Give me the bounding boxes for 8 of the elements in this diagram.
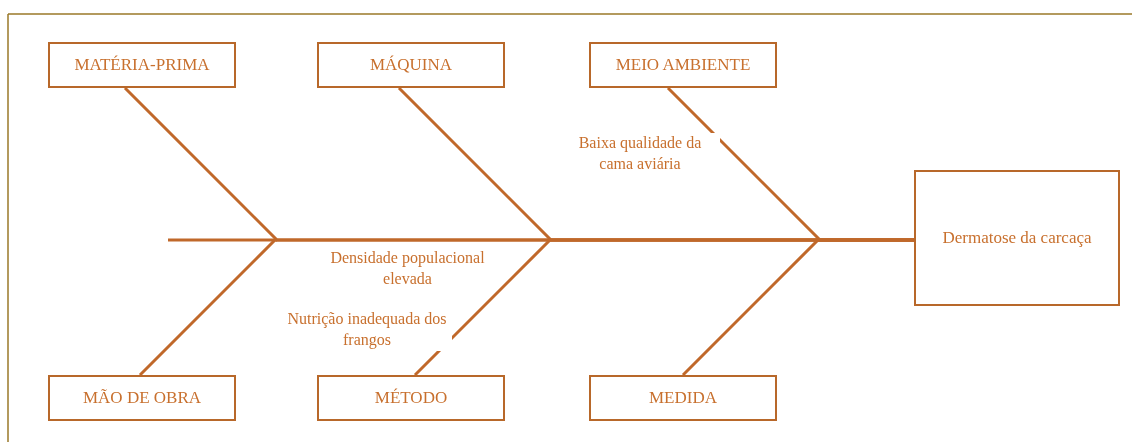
category-box: MEIO AMBIENTE — [589, 42, 777, 88]
fishbone-line — [681, 238, 914, 377]
category-box: MÉTODO — [317, 375, 505, 421]
effect-box: Dermatose da carcaça — [914, 170, 1120, 306]
category-box: MÃO DE OBRA — [48, 375, 236, 421]
category-box: MATÉRIA-PRIMA — [48, 42, 236, 88]
category-box: MÁQUINA — [317, 42, 505, 88]
category-box: MEDIDA — [589, 375, 777, 421]
